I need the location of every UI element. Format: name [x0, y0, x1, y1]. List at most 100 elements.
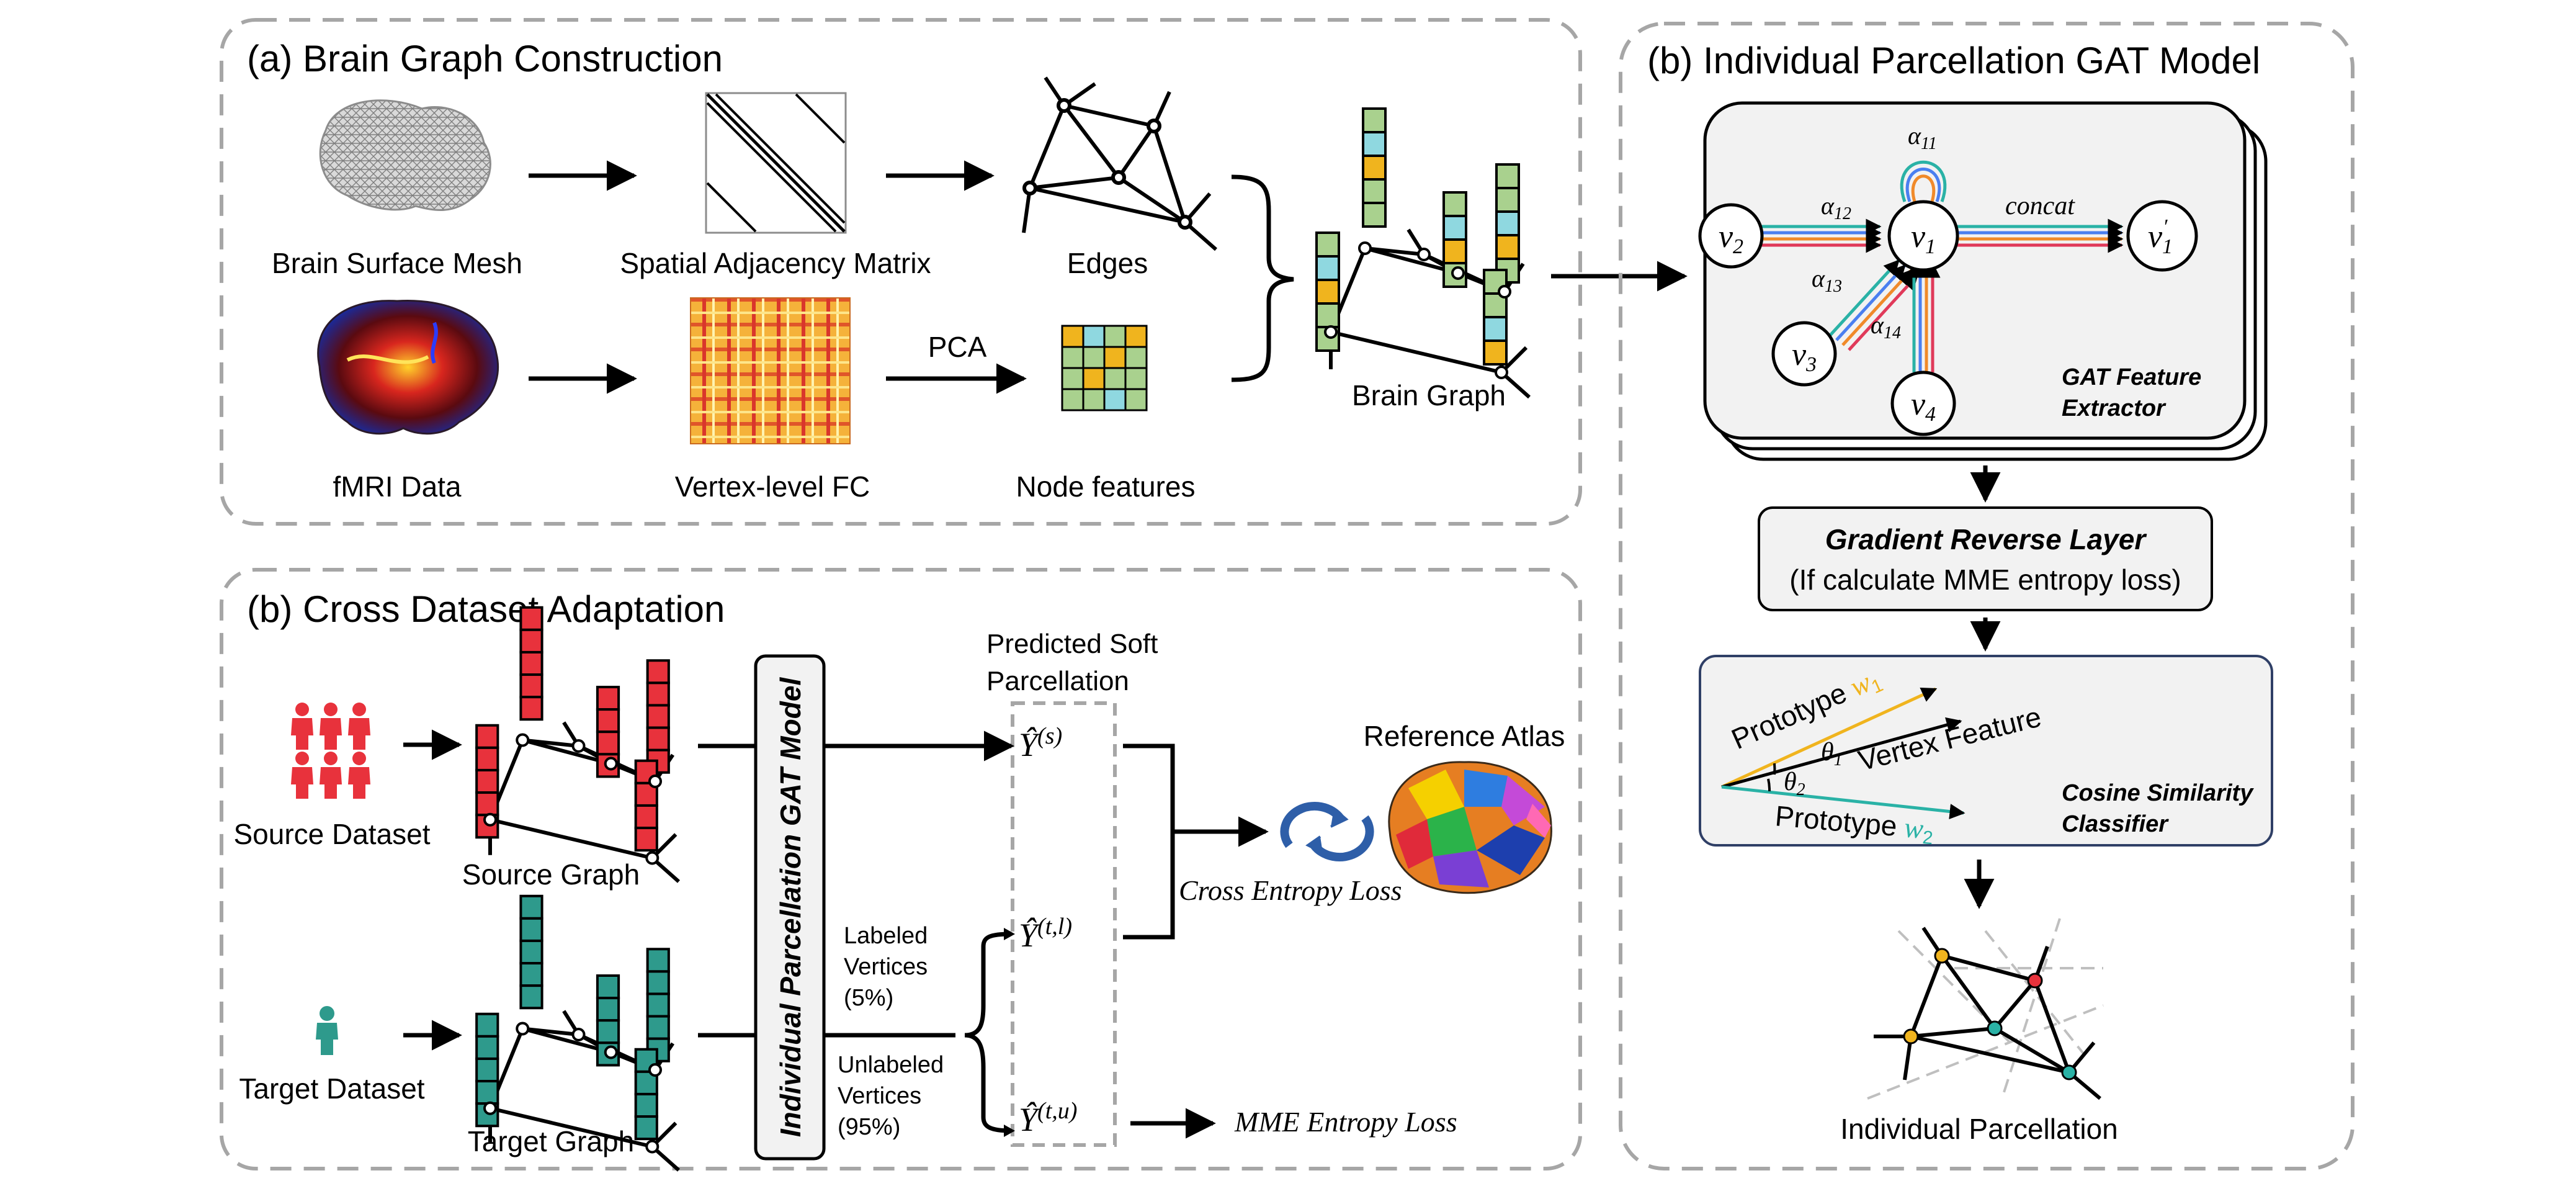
graph-feature-cell: [1442, 191, 1467, 217]
person-icon: [320, 767, 342, 799]
graph-feature-cell: [646, 726, 670, 752]
gat-extractor-label-1: GAT Feature: [2062, 364, 2201, 390]
concat-label: concat: [2005, 192, 2075, 220]
gat-node-v2: v2: [1698, 203, 1764, 269]
person-icon: [295, 703, 309, 716]
feature-cell: [1124, 346, 1148, 369]
graph-feature-cell: [596, 686, 620, 711]
edges-label: Edges: [1067, 247, 1148, 279]
svg-text:v1′: v1′: [2148, 215, 2173, 258]
brain-mesh-icon: [319, 99, 491, 212]
branch-target: [824, 932, 1012, 1133]
predicted-label-line1: Predicted Soft: [986, 629, 1158, 659]
graph-feature-cell: [1483, 339, 1508, 366]
graph-feature-cell: [475, 1080, 499, 1105]
graph-feature-cell: [475, 791, 499, 817]
mme-label: MME Entropy Loss: [1234, 1106, 1457, 1138]
graph-feature-cell: [1483, 269, 1508, 295]
pca-label: PCA: [928, 331, 987, 363]
graph-edge: [1330, 330, 1502, 374]
graph-edge: [490, 1106, 653, 1149]
graph-feature-cell: [475, 1035, 499, 1060]
graph-feature-cell: [519, 673, 543, 699]
graph-node: [516, 1022, 530, 1036]
graph-feature-cell: [519, 939, 543, 965]
source-graph-icon: [475, 606, 680, 883]
feature-cell: [1082, 388, 1106, 411]
labeled-line1: Labeled: [844, 923, 928, 949]
labeled-line3: (5%): [844, 985, 893, 1011]
graph-node: [648, 1063, 662, 1077]
graph-feature-cell: [1315, 302, 1340, 328]
feature-cell: [1082, 346, 1106, 369]
graph-feature-cell: [1362, 178, 1387, 204]
panel-b-left-title: (b) Cross Dataset Adaptation: [247, 588, 725, 630]
gat-edges: [1759, 160, 2124, 372]
graph-feature-cell: [519, 984, 543, 1010]
graph-feature-cell: [1495, 210, 1520, 236]
y-tl: Ŷ(t,l): [1019, 914, 1072, 954]
individual-parcellation-label: Individual Parcellation: [1840, 1113, 2118, 1145]
person-icon: [324, 752, 338, 765]
feature-cell: [1103, 367, 1127, 390]
graph-node: [571, 1028, 586, 1041]
graph-feature-cell: [596, 730, 620, 756]
fmri-label: fMRI Data: [333, 470, 461, 503]
gat-extractor-label-2: Extractor: [2062, 395, 2167, 421]
graph-node: [483, 1101, 497, 1115]
graph-feature-cell: [646, 681, 670, 707]
feature-cell: [1061, 388, 1085, 411]
gat-node-v3: v3: [1771, 321, 1837, 387]
panel-b-right-title: (b) Individual Parcellation GAT Model: [1647, 40, 2260, 81]
cosine-classifier-box: [1699, 655, 2273, 847]
svg-text:v1: v1: [1911, 219, 1936, 258]
svg-text:(If calculate MME entropy loss: (If calculate MME entropy loss): [1789, 564, 2181, 596]
panel-a-title: (a) Brain Graph Construction: [247, 38, 723, 79]
edges-graph-icon: [1022, 76, 1217, 251]
graph-feature-cell: [646, 659, 670, 685]
graph-feature-cell: [1442, 238, 1467, 264]
alpha-11: α11: [1908, 122, 1937, 153]
node-features-label: Node features: [1016, 470, 1196, 503]
y-tu: Ŷ(t,u): [1019, 1098, 1077, 1138]
graph-feature-cell: [1315, 255, 1340, 281]
theta-2: θ2: [1784, 768, 1805, 799]
adjacency-matrix-icon: [705, 92, 847, 234]
person-icon: [352, 703, 366, 716]
graph-feature-cell: [519, 606, 543, 631]
graph-node: [1324, 325, 1338, 339]
graph-node: [645, 1139, 660, 1154]
graph-feature-cell: [646, 970, 670, 995]
target-dataset-label: Target Dataset: [239, 1072, 424, 1105]
source-dataset-label: Source Dataset: [233, 818, 430, 850]
panel-a-border: [220, 18, 1582, 526]
graph-node: [516, 733, 530, 747]
svg-text:v2: v2: [1719, 219, 1743, 258]
graph-edge: [490, 817, 653, 860]
feature-cell: [1124, 325, 1148, 348]
graph-feature-cell: [519, 917, 543, 942]
gat-extractor-box: [1703, 101, 2247, 440]
reference-atlas-label: Reference Atlas: [1364, 720, 1565, 752]
cycle-icon: [1280, 802, 1374, 861]
graph-node: [1417, 248, 1431, 261]
graph-feature-cell: [596, 708, 620, 734]
fmri-brain-icon: [317, 299, 499, 435]
graph-node: [1495, 366, 1508, 379]
target-graph-icon: [475, 894, 680, 1172]
cross-entropy-bracket: [1123, 744, 1266, 940]
graph-feature-cell: [1483, 316, 1508, 342]
fc-matrix-icon: [690, 297, 851, 444]
target-graph-label: Target Graph: [468, 1125, 634, 1157]
graph-feature-cell: [646, 948, 670, 973]
graph-feature-cell: [519, 628, 543, 654]
graph-feature-cell: [519, 894, 543, 920]
cosine-vectors: [1720, 687, 1966, 820]
gat-model-box: Individual Parcellation GAT Model: [754, 654, 826, 1161]
graph-feature-cell: [1315, 279, 1340, 305]
graph-feature-cell: [596, 1019, 620, 1045]
graph-feature-cell: [1495, 163, 1520, 189]
graph-node: [604, 757, 618, 771]
person-icon: [291, 718, 313, 750]
person-icon: [291, 767, 313, 799]
